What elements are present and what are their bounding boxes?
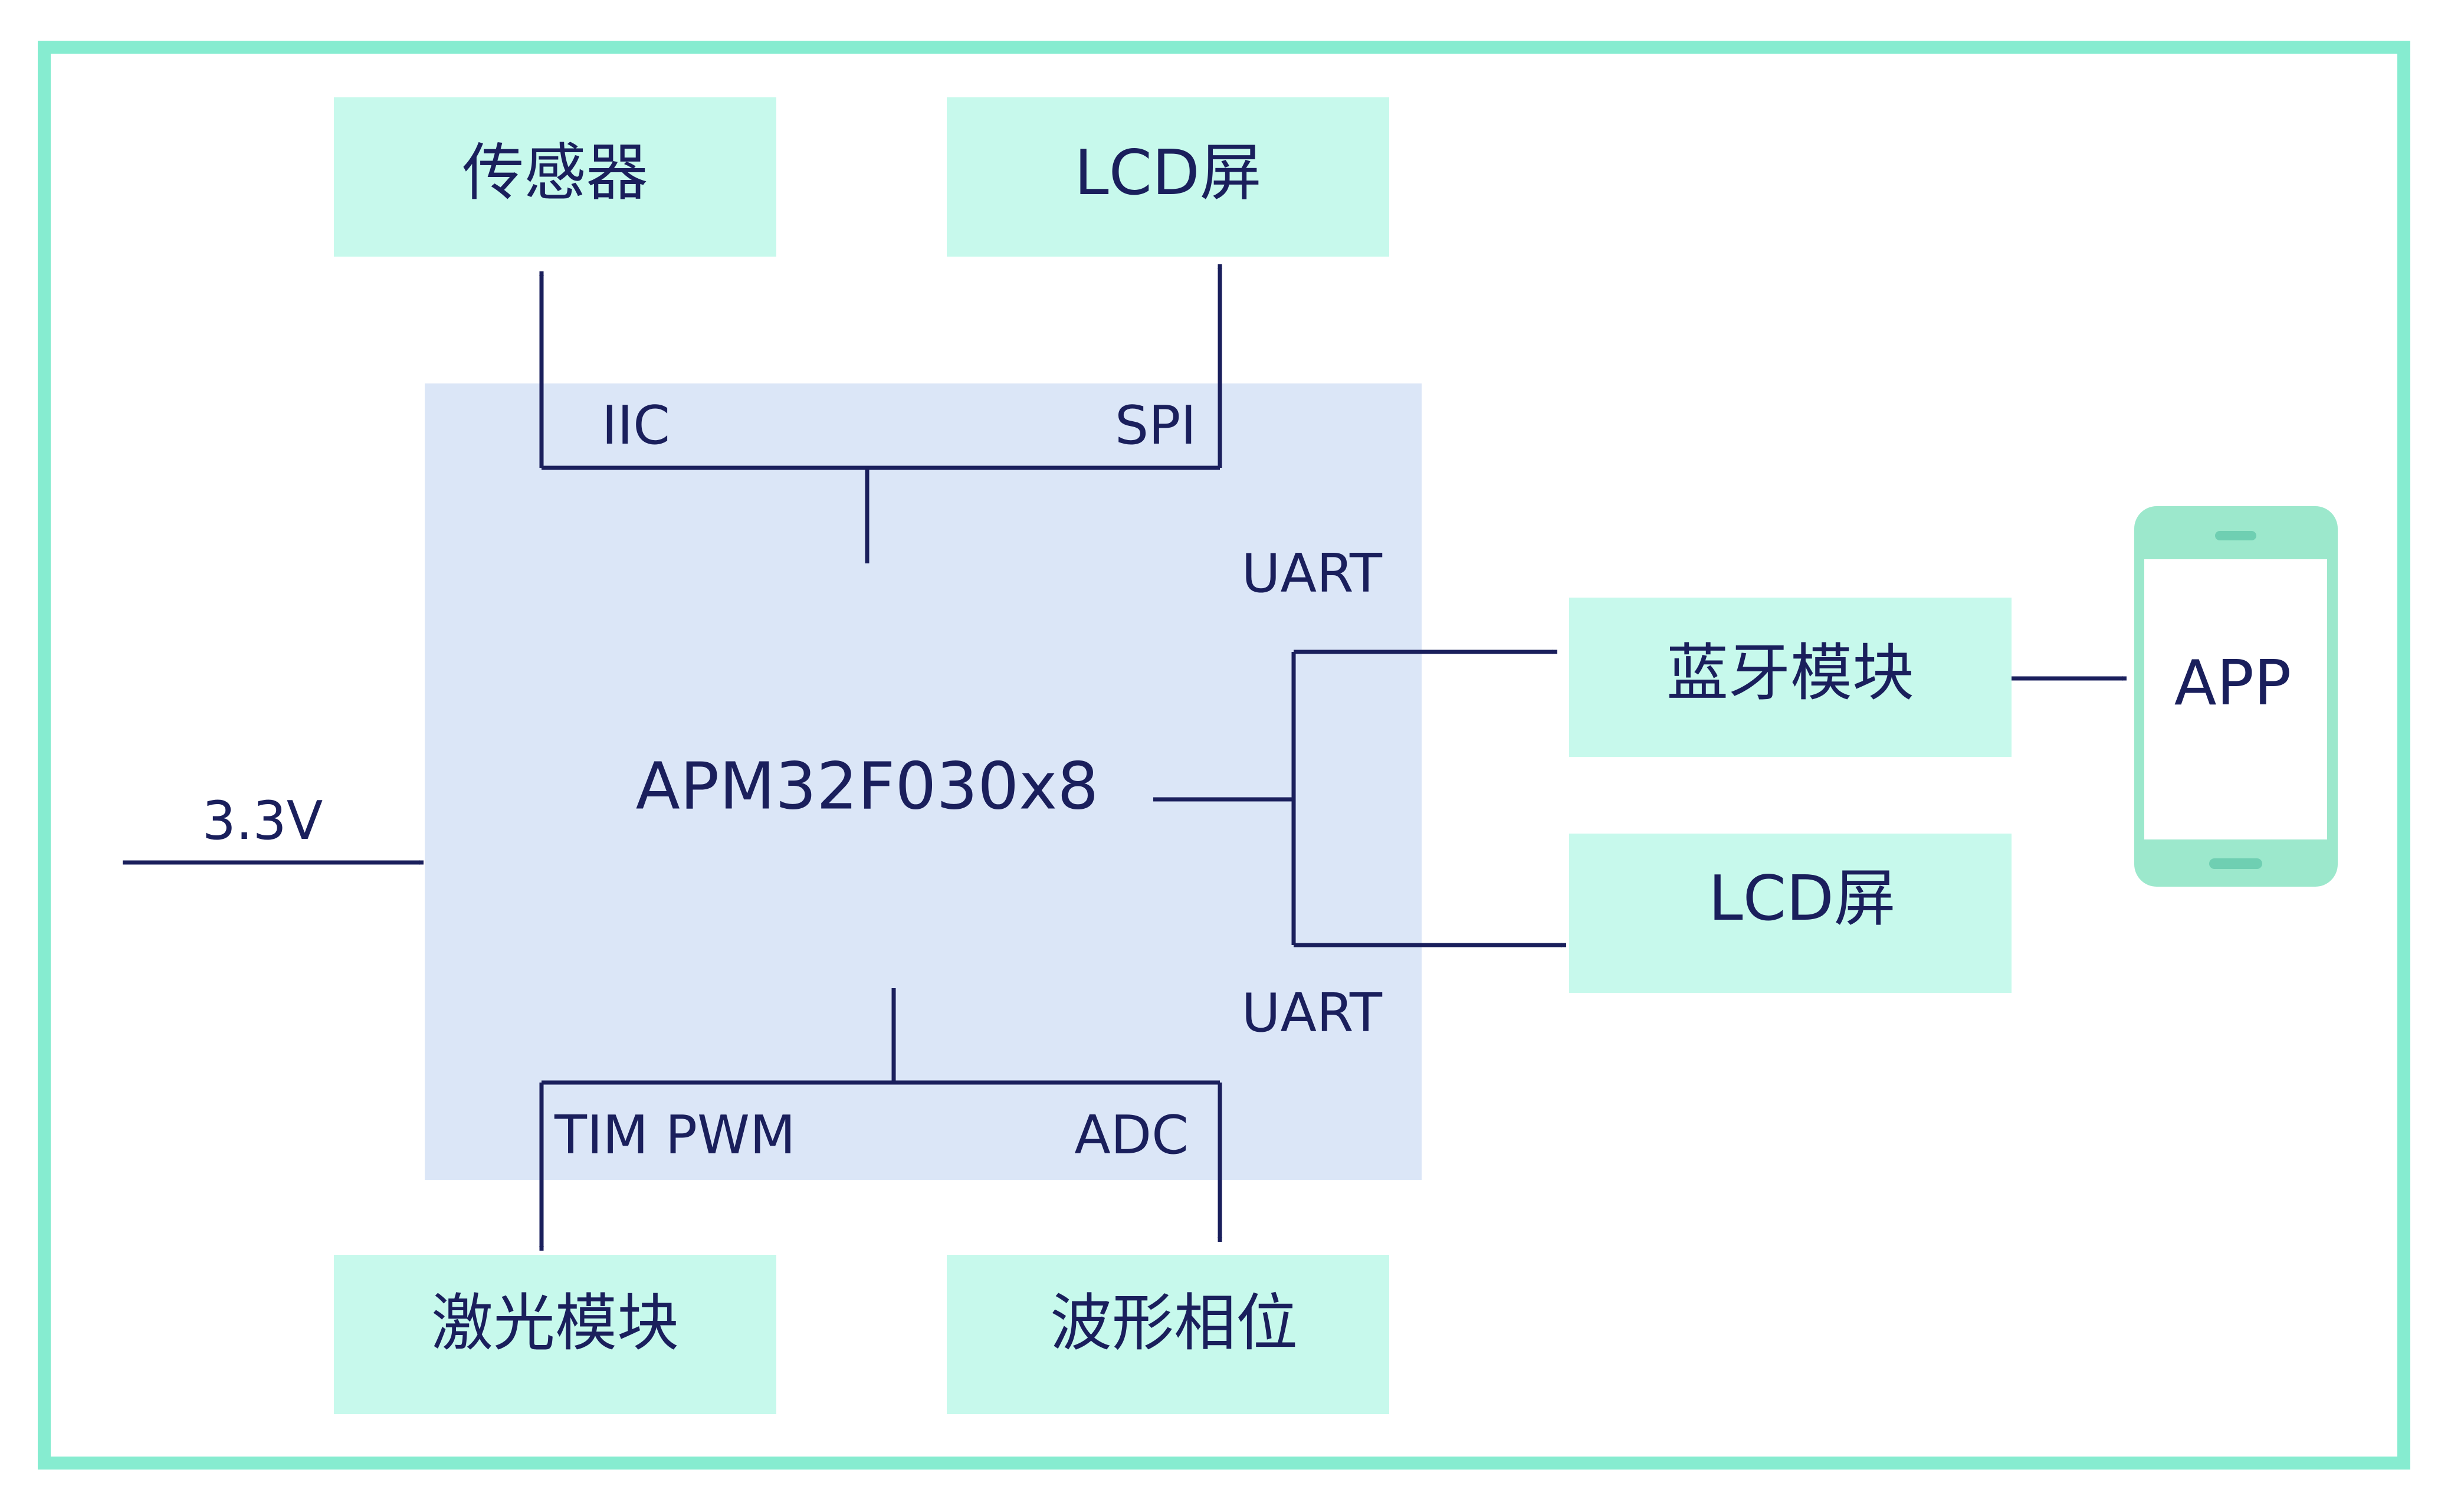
sensor-label: 传感器: [462, 137, 648, 209]
uart-connector: [1153, 650, 1566, 947]
tim-pwm-label: TIM PWM: [554, 1104, 796, 1166]
power-label: 3.3V: [202, 790, 323, 852]
smartphone-icon: [2134, 506, 2338, 887]
sensor-box: [334, 97, 776, 257]
adc-label: ADC: [1074, 1104, 1189, 1166]
mcu-label: APM32F030x8: [636, 748, 1099, 824]
bluetooth-label: 蓝牙模块: [1666, 637, 1914, 709]
bluetooth-box: [1569, 598, 2012, 757]
uart-top-label: UART: [1242, 543, 1383, 605]
bottom-bus-connector: [539, 988, 1222, 1251]
mcu-block: [425, 383, 1422, 1180]
iic-label: IIC: [602, 395, 670, 457]
waveform-box: [947, 1255, 1389, 1414]
laser-label: 激光模块: [431, 1287, 679, 1359]
waveform-label: 波形相位: [1050, 1287, 1298, 1359]
spi-label: SPI: [1115, 395, 1196, 457]
uart-bottom-label: UART: [1242, 982, 1383, 1044]
lcd-right-label: LCD屏: [1708, 862, 1896, 934]
lcd-right-box: [1569, 834, 2012, 993]
lcd-top-box: [947, 97, 1389, 257]
app-label: APP: [2174, 647, 2291, 719]
top-bus-connector: [539, 264, 1222, 563]
laser-box: [334, 1255, 776, 1414]
lcd-top-label: LCD屏: [1074, 137, 1262, 209]
